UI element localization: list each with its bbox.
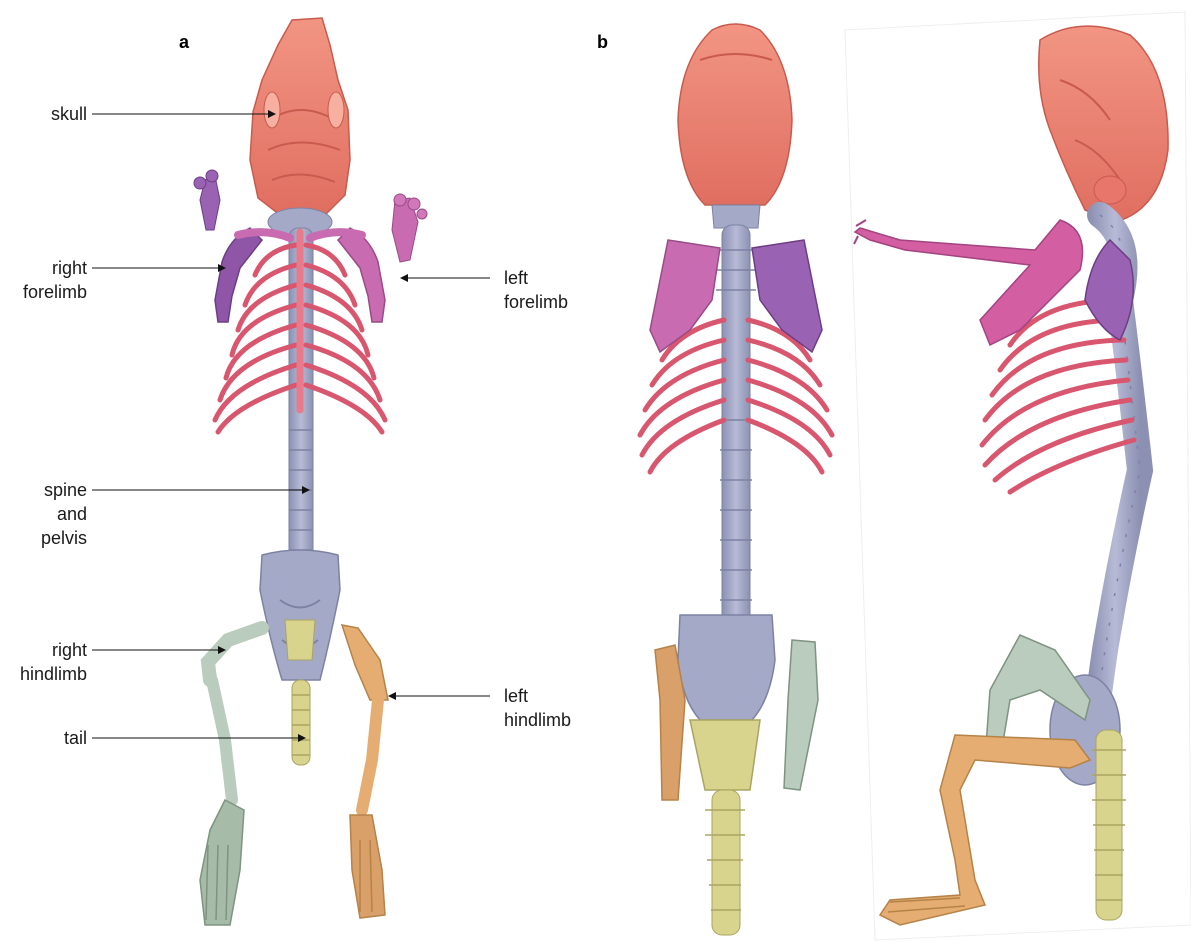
panel-a: a <box>20 18 571 925</box>
panel-b: b <box>597 24 832 935</box>
right-hindlimb-a <box>200 628 262 925</box>
label-spine-1: spine <box>44 480 87 500</box>
label-left-forelimb-2: forelimb <box>504 292 568 312</box>
label-tail: tail <box>64 728 87 748</box>
tail-a <box>285 620 315 765</box>
left-hindlimb-a <box>342 625 388 918</box>
label-left-hindlimb-2: hindlimb <box>504 710 571 730</box>
label-left-forelimb-1: left <box>504 268 528 288</box>
label-right-forelimb-2: forelimb <box>23 282 87 302</box>
tail-c <box>1092 730 1126 920</box>
panel-c: c <box>845 12 1191 940</box>
tail-b <box>690 720 760 935</box>
label-spine-3: pelvis <box>41 528 87 548</box>
label-skull: skull <box>51 104 87 124</box>
panel-label-b: b <box>597 32 608 52</box>
label-spine-2: and <box>57 504 87 524</box>
label-right-hindlimb-2: hindlimb <box>20 664 87 684</box>
label-right-forelimb-1: right <box>52 258 87 278</box>
skull-a <box>250 18 350 215</box>
skull-b <box>678 24 792 205</box>
label-left-hindlimb-1: left <box>504 686 528 706</box>
panel-label-a: a <box>179 32 190 52</box>
label-right-hindlimb-1: right <box>52 640 87 660</box>
